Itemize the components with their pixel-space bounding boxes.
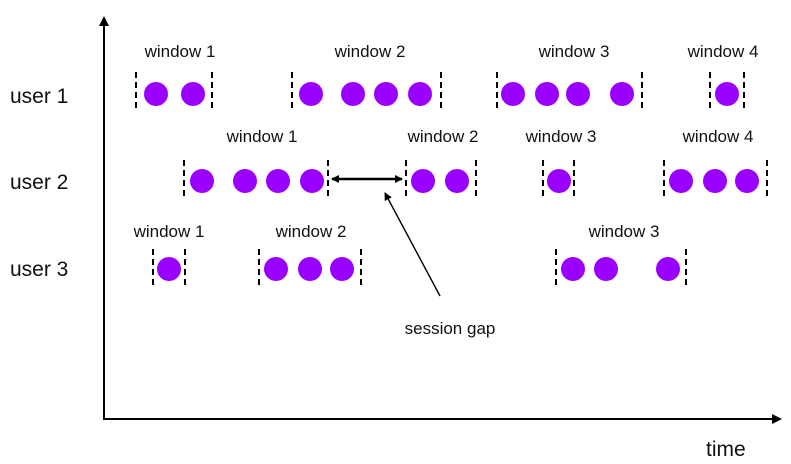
window-label: window 2 — [275, 222, 347, 241]
window-label: window 4 — [687, 42, 759, 61]
event-dot — [144, 82, 168, 106]
session-gap-pointer — [384, 192, 441, 297]
session-gap-label: session gap — [405, 319, 496, 338]
window-user1-w2: window 2 — [291, 42, 442, 112]
event-dot — [656, 257, 680, 281]
window-user1-w1: window 1 — [135, 42, 216, 112]
event-dot — [501, 82, 525, 106]
event-dot — [715, 82, 739, 106]
event-dot — [610, 82, 634, 106]
event-dot — [411, 169, 435, 193]
event-dot — [330, 257, 354, 281]
event-dot — [190, 169, 214, 193]
window-label: window 2 — [334, 42, 406, 61]
window-label: window 3 — [588, 222, 660, 241]
event-dot — [299, 82, 323, 106]
window-user3-w3: window 3 — [555, 222, 687, 289]
event-dot — [445, 169, 469, 193]
event-dot — [566, 82, 590, 106]
window-user2-w3: window 3 — [525, 127, 597, 200]
event-dot — [374, 82, 398, 106]
event-dot — [300, 169, 324, 193]
event-dot — [264, 257, 288, 281]
window-user1-w4: window 4 — [687, 42, 759, 112]
event-dot — [181, 82, 205, 106]
window-label: window 1 — [226, 127, 298, 146]
event-dot — [535, 82, 559, 106]
window-label: window 1 — [144, 42, 216, 61]
x-axis-label: time — [706, 438, 746, 461]
window-user2-w1: window 1 — [183, 127, 329, 200]
window-user2-w4: window 4 — [663, 127, 768, 200]
event-dot — [157, 257, 181, 281]
event-dot — [266, 169, 290, 193]
window-label: window 2 — [407, 127, 479, 146]
user-label: user 2 — [10, 171, 68, 194]
event-dot — [298, 257, 322, 281]
event-dot — [703, 169, 727, 193]
event-dot — [669, 169, 693, 193]
window-label: window 1 — [133, 222, 205, 241]
user-label: user 1 — [10, 85, 68, 108]
event-dot — [547, 169, 571, 193]
window-label: window 4 — [682, 127, 754, 146]
window-user3-w2: window 2 — [258, 222, 362, 289]
window-label: window 3 — [525, 127, 597, 146]
event-dot — [233, 169, 257, 193]
event-dot — [341, 82, 365, 106]
event-dot — [561, 257, 585, 281]
window-user1-w3: window 3 — [496, 42, 643, 112]
window-user2-w2: window 2 — [405, 127, 479, 200]
event-dot — [408, 82, 432, 106]
window-user3-w1: window 1 — [133, 222, 205, 289]
event-dot — [594, 257, 618, 281]
event-dot — [735, 169, 759, 193]
window-label: window 3 — [538, 42, 610, 61]
user-label: user 3 — [10, 258, 68, 281]
